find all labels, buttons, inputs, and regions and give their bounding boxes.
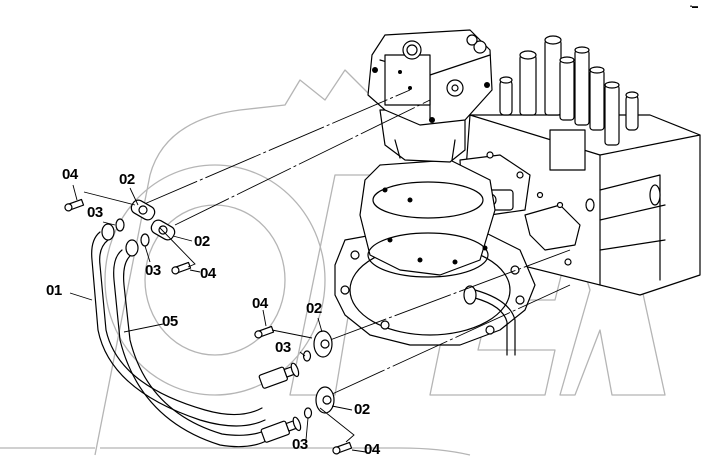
callout-02-flange: 02 xyxy=(194,233,210,250)
callout-02-flange: 02 xyxy=(306,300,322,317)
hoses xyxy=(91,231,302,448)
leader-lines xyxy=(69,184,367,453)
corner-mark: ▪▬ xyxy=(689,4,698,10)
callout-04-bolt: 04 xyxy=(62,166,78,183)
callout-03-oring: 03 xyxy=(275,339,291,356)
callout-02-flange: 02 xyxy=(119,171,135,188)
callout-03-oring: 03 xyxy=(87,204,103,221)
callout-01-hose: 01 xyxy=(46,282,62,299)
callout-04-bolt: 04 xyxy=(364,441,380,458)
callout-05-hose: 05 xyxy=(162,313,178,330)
guide-lines xyxy=(141,89,571,396)
callout-03-oring: 03 xyxy=(145,262,161,279)
callout-04-bolt: 04 xyxy=(200,265,216,282)
callout-02-flange: 02 xyxy=(354,401,370,418)
upper-fittings xyxy=(64,198,192,275)
callout-04-bolt: 04 xyxy=(252,295,268,312)
callout-03-oring: 03 xyxy=(292,436,308,453)
swing-motor xyxy=(334,29,536,356)
lower-fittings xyxy=(254,325,353,455)
